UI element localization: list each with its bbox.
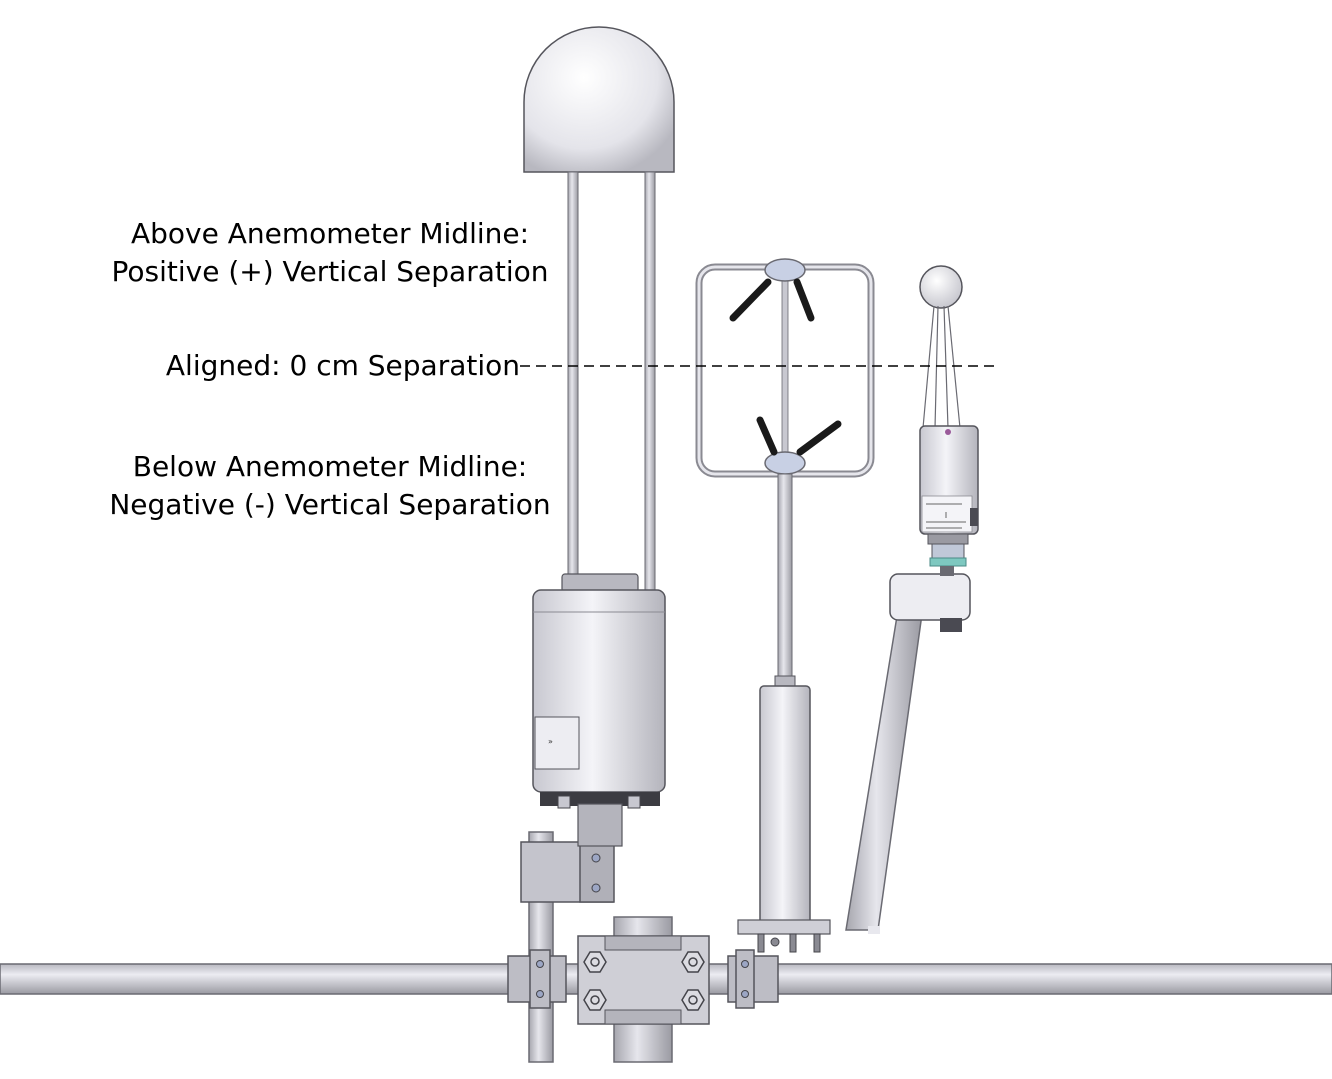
support-rod-right — [644, 171, 656, 591]
below-midline-description: Negative (-) Vertical Separation — [109, 488, 551, 521]
upper-transducer-hub — [764, 258, 806, 282]
transducer-arms — [729, 278, 842, 456]
above-midline-description: Positive (+) Vertical Separation — [111, 255, 549, 288]
temperature-humidity-sensor — [845, 265, 979, 934]
co2-h2o-analyzer: » — [523, 26, 675, 847]
above-midline-title: Above Anemometer Midline: — [130, 217, 530, 250]
sensor-ball-tip — [919, 265, 963, 309]
sensor-wire-cage — [922, 305, 961, 429]
svg-text:»: » — [548, 737, 553, 746]
sensor-boom-arm — [845, 609, 923, 931]
mounting-crossarm — [0, 831, 1332, 1063]
analyzer-panel — [534, 716, 580, 770]
anemometer-electronics-canister — [759, 685, 811, 925]
below-midline-label: Below Anemometer Midline: Negative (-) V… — [100, 448, 560, 524]
aligned-label: Aligned: 0 cm Separation — [165, 349, 520, 382]
below-midline-title: Below Anemometer Midline: — [132, 450, 528, 483]
analyzer-dome — [523, 26, 675, 173]
above-midline-label: Above Anemometer Midline: Positive (+) V… — [100, 215, 560, 291]
sensor-bracket — [889, 573, 971, 621]
clamp-bolts — [583, 951, 705, 1011]
anemometer-center-rod — [781, 269, 789, 471]
sonic-anemometer — [695, 258, 875, 953]
support-rod-left — [567, 171, 579, 591]
